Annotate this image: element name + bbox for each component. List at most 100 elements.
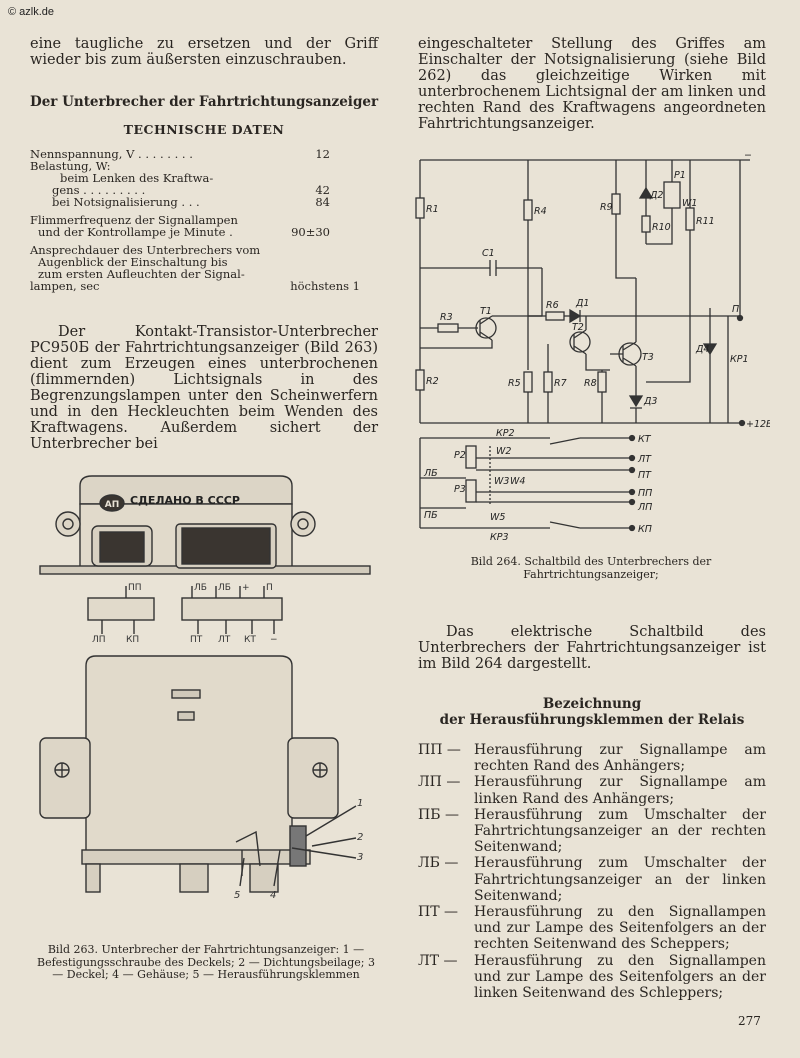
pin-lt-label: ЛТ [218,635,231,645]
term-code: ПТ — [418,904,458,921]
spec-label: gens . . . . . . . . . [52,183,146,197]
label-kp: КП [638,524,652,535]
pin-p-label: П [266,583,273,593]
label-r2: R2 [426,376,439,387]
callout-5: 5 [234,890,240,901]
diode-d4 [702,343,718,356]
list-item: ПП — Herausführung zur Signallampe am rec… [418,742,766,774]
logo-text: АП [105,500,120,510]
relay-coil-w1 [663,181,681,209]
resistor-r10 [641,215,651,233]
resistor-r5 [523,371,533,393]
label-w5: W5 [490,512,505,523]
label-p3: P3 [454,484,466,495]
callout-1: 1 [357,798,363,809]
resistor-r6 [545,311,565,321]
spec-label: und der Kontrollampe je Minute . [38,225,233,239]
relay-side-view [39,655,357,893]
watermark: © azlk.de [8,6,55,18]
spec-value: 90±30 [291,225,330,239]
term-code: ЛБ — [418,855,459,872]
resistor-r1 [415,197,425,219]
pin-plus-label: + [242,583,250,593]
spec-label: Belastung, W: [30,159,111,173]
label-d1: Д1 [575,298,589,309]
resistor-r2 [415,369,425,391]
caption-264: Bild 264. Schaltbild des Unterbrechers d… [470,555,712,581]
pin-lb2-label: ЛБ [218,583,231,593]
resistor-r8 [597,371,607,393]
label-p1: P1 [674,170,686,181]
label-r10: R10 [652,222,671,233]
label-r1: R1 [426,204,439,215]
label-r7: R7 [554,378,567,389]
term-text: Herausführung zu den Signallampen und zu… [474,952,766,1002]
label-minus: − [744,150,752,161]
term-code: ПП — [418,742,461,758]
label-pt: ПТ [638,470,652,481]
description-paragraph: Der Kontakt-Transistor-Unterbrecher PC95… [30,324,378,452]
relay-top-view [39,475,371,575]
label-pb: ПБ [424,510,438,521]
terminal-pt [628,466,636,474]
resistor-r11 [685,207,695,231]
label-w2: W2 [496,446,511,457]
schematic-text: Das elektrische Schaltbild des Unterbrec… [418,624,766,672]
resistor-r4 [523,199,533,221]
terms-title-1: Bezeichnung [542,696,642,712]
terminal-pp [628,488,636,496]
stamp-text: СДЕЛАНО В СССР [130,494,240,507]
label-r3: R3 [440,312,453,323]
label-kp3: КР3 [490,532,509,543]
terms-list: ПП — Herausführung zur Signallampe am rec… [418,742,766,1001]
spec-value: 12 [315,147,330,161]
pin-kp-label: КП [126,635,139,645]
resistor-r3 [437,323,459,333]
term-text: Herausführung zum Umschalter der Fahrtri… [474,855,766,904]
spec-value: höchstens 1 [290,279,360,293]
top-right-text: eingeschalteter Stellung des Griffes am … [418,36,766,132]
label-d2: Д2 [649,190,663,201]
label-r8: R8 [584,378,597,389]
spec-value: 84 [315,195,330,209]
label-kp2: КР2 [496,428,515,439]
label-r4: R4 [534,206,547,217]
label-w3: W3 [494,476,509,487]
terminal-plus12 [738,419,746,427]
terminal-lp [628,498,636,506]
spec-label: Flimmerfrequenz der Signallampen [30,213,238,227]
callout-4: 4 [270,890,276,901]
callout-2: 2 [357,832,363,843]
label-d3: Д3 [643,396,657,407]
resistor-r7 [543,371,553,393]
label-t2: T2 [572,322,584,333]
pin-pp-label: ПП [128,583,142,593]
spec-label: Ansprechdauer des Unterbrechers vom [30,243,261,257]
spec-label: beim Lenken des Kraftwa- [60,171,214,185]
pin-pt-label: ПТ [190,635,203,645]
figure-263: АП СДЕЛАНО В СССР ПП ЛП КП ЛБ ЛБ + П ПТ … [39,475,371,901]
list-item: ПБ —Herausführung zum Umschalter der Fah… [418,807,766,856]
label-w4: W4 [510,476,525,487]
spec-label: Augenblick der Einschaltung bis [38,255,228,269]
label-t3: T3 [642,352,654,363]
label-p: П [732,304,739,315]
list-item: ЛБ — Herausführung zum Umschalter der Fah… [418,855,766,904]
label-r11: R11 [696,216,715,227]
term-code: ЛП — [418,774,461,791]
pin-kt-label: КТ [244,635,256,645]
label-c1: C1 [482,248,495,259]
caption-263: Bild 263. Unterbrecher der Fahrtrichtung… [37,943,375,981]
term-code: ЛТ — [418,952,458,969]
label-lb: ЛБ [423,468,438,479]
label-r6: R6 [546,300,559,311]
term-text: Herausführung zur Signallampe am rechten… [474,742,766,775]
label-r5: R5 [508,378,521,389]
contact-kp3 [420,437,630,529]
term-code: ПБ — [418,806,459,823]
diode-d3 [628,395,644,408]
transistor-t2 [569,331,591,353]
spec-label: zum ersten Aufleuchten der Signal- [38,267,245,281]
pin-diagram-right [181,586,283,634]
spec-label: lampen, sec [30,279,100,293]
